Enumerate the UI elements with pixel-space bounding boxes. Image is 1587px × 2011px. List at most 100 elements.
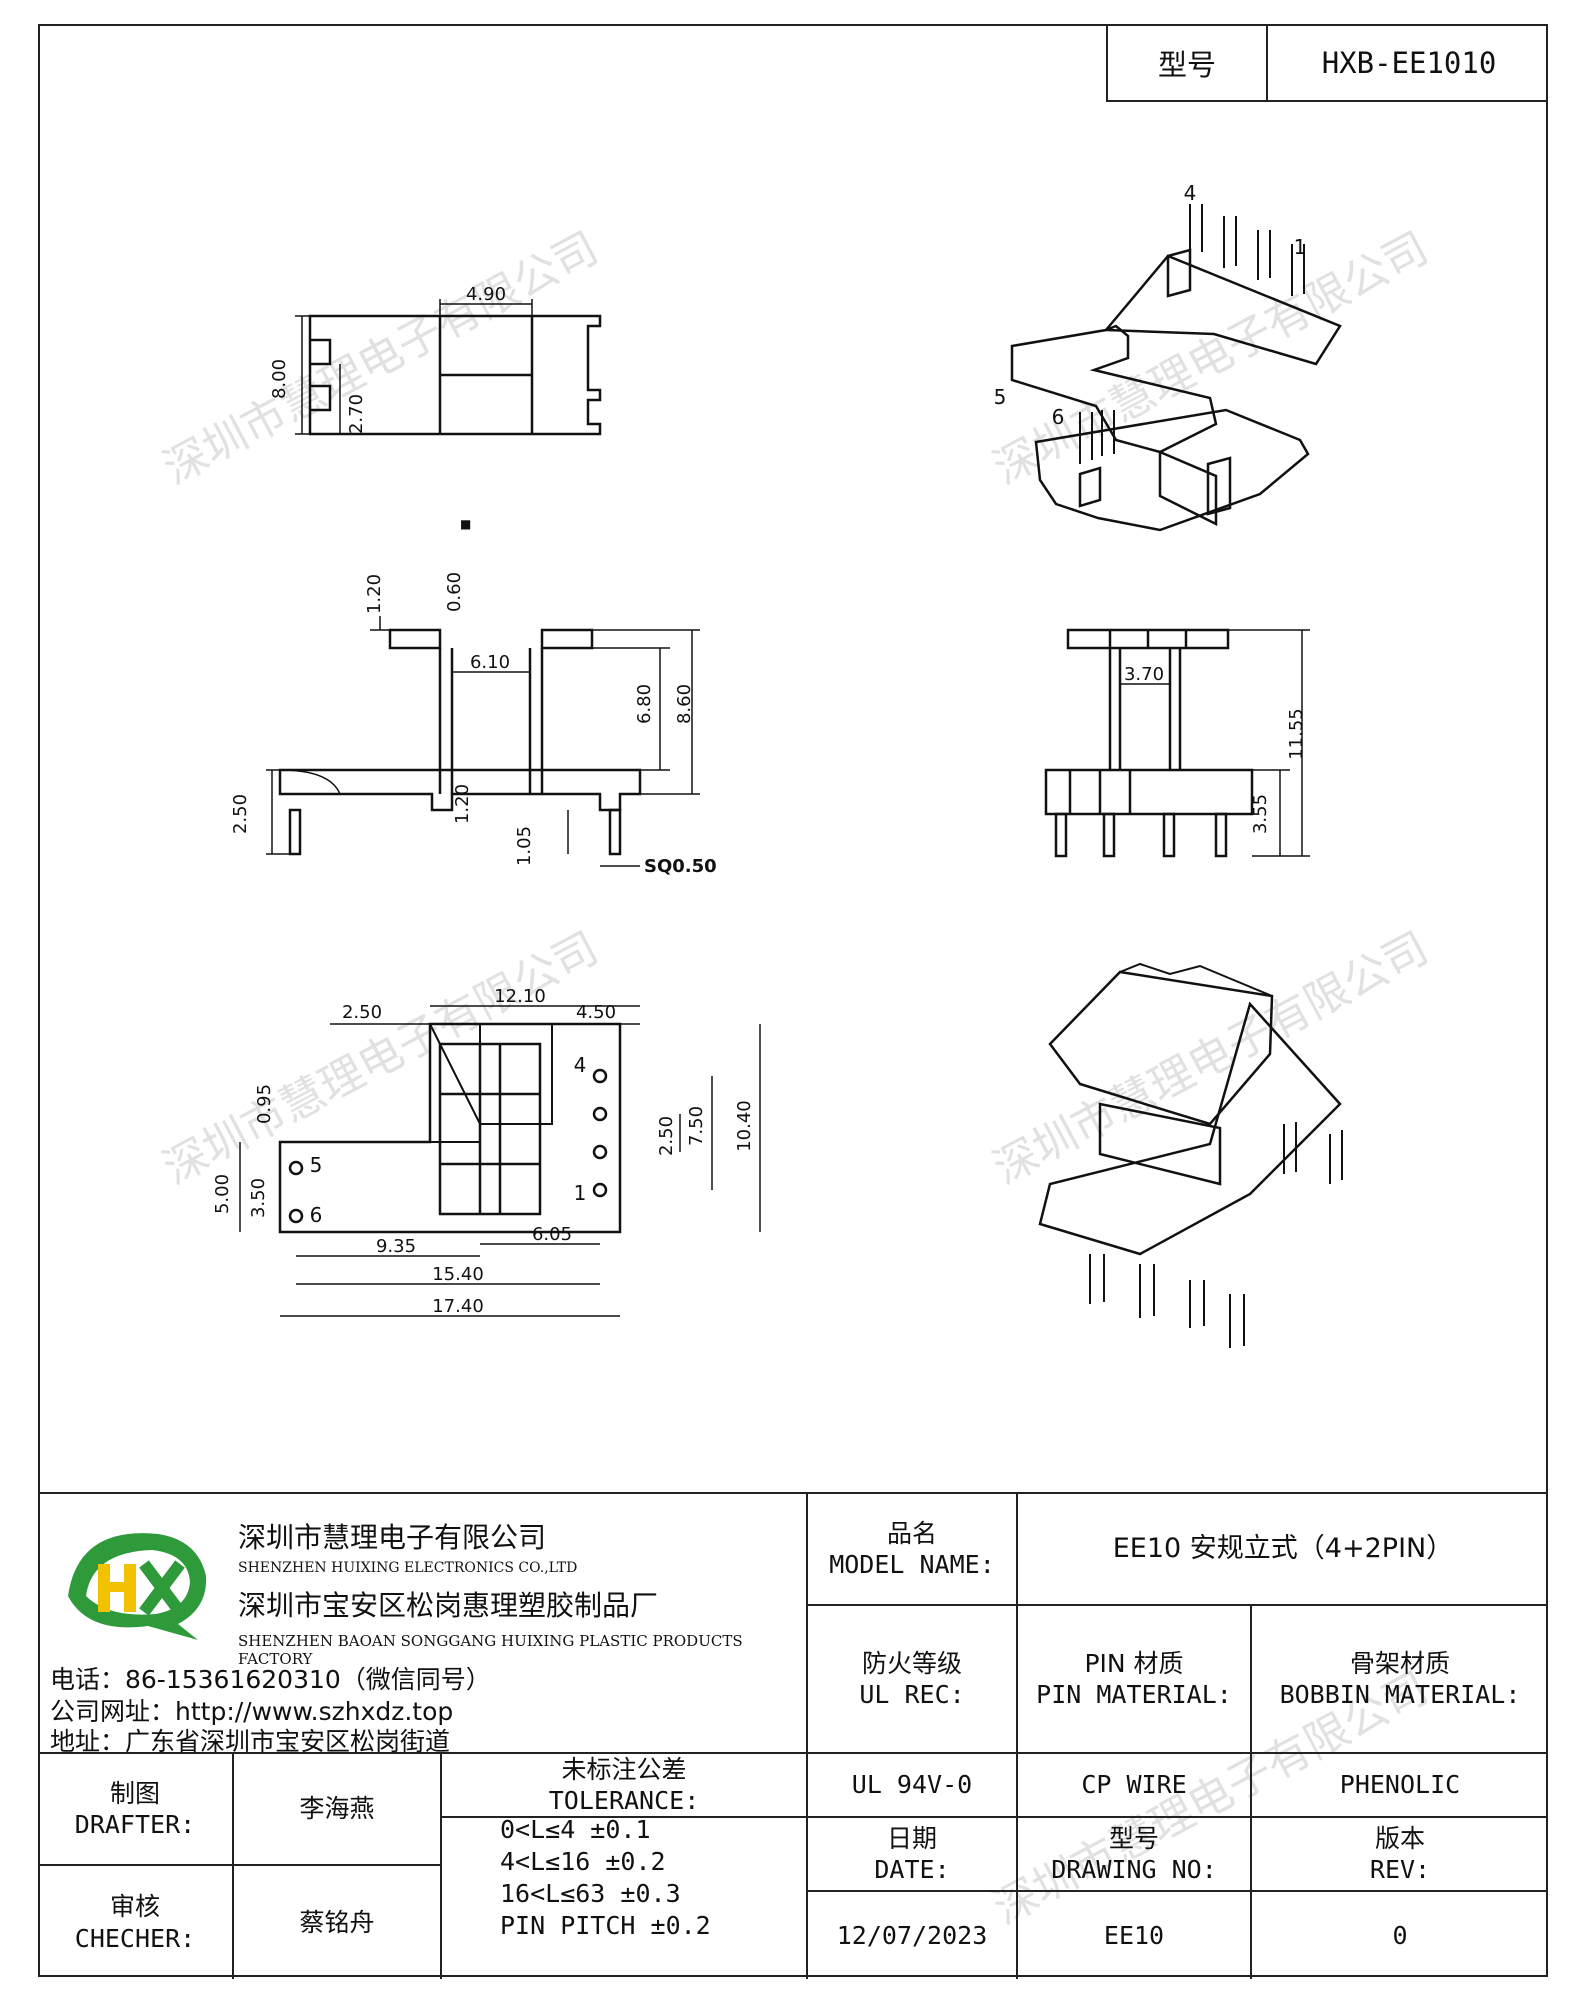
bobbin-material-value: PHENOLIC bbox=[1339, 1770, 1461, 1800]
top-view: 4.90 8.00 2.70 ■ bbox=[269, 284, 602, 531]
tolerance-row: 16<L≤63 ±0.3 bbox=[500, 1879, 681, 1908]
checker-value: 蔡铭舟 bbox=[299, 1907, 375, 1937]
company-logo bbox=[68, 1533, 207, 1640]
model-value: HXB-EE1010 bbox=[1321, 46, 1497, 80]
dim-text: 7.50 bbox=[686, 1106, 707, 1146]
dim-text: 4.90 bbox=[466, 284, 506, 305]
label-en: MODEL NAME: bbox=[829, 1550, 995, 1579]
company-website: 公司网址：http://www.szhxdz.top bbox=[50, 1697, 454, 1726]
pin-label: 5 bbox=[310, 1153, 323, 1177]
tolerance-row: 0<L≤4 ±0.1 bbox=[500, 1815, 651, 1844]
dim-text: 17.40 bbox=[432, 1296, 484, 1317]
dim-text: 2.70 bbox=[346, 394, 367, 434]
company-name-en: SHENZHEN HUIXING ELECTRONICS CO.,LTD bbox=[238, 1560, 578, 1576]
dim-text: 9.35 bbox=[376, 1236, 416, 1257]
label-cn: 防火等级 bbox=[861, 1648, 962, 1678]
drawing-no-value: EE10 bbox=[1103, 1920, 1165, 1950]
company-info: 深圳市慧理电子有限公司 SHENZHEN HUIXING ELECTRONICS… bbox=[38, 1494, 806, 1756]
dim-text: 11.55 bbox=[1286, 708, 1307, 760]
company-name-cn: 深圳市慧理电子有限公司 bbox=[238, 1521, 547, 1554]
label-cn: 骨架材质 bbox=[1349, 1648, 1450, 1678]
pin-material-label: PIN 材质 PIN MATERIAL: bbox=[1018, 1606, 1250, 1752]
model-label: 型号 bbox=[1108, 26, 1268, 100]
dim-text: 0.95 bbox=[254, 1084, 275, 1124]
dim-text: 3.70 bbox=[1124, 664, 1164, 685]
bobbin-material-label: 骨架材质 BOBBIN MATERIAL: bbox=[1252, 1606, 1548, 1752]
label-cn: 制图 bbox=[109, 1778, 160, 1808]
label-en: UL REC: bbox=[859, 1680, 965, 1709]
front-view: 1.20 0.60 6.10 6.80 8.60 2.50 1.20 1.05 … bbox=[230, 572, 717, 877]
company-address: 地址：广东省深圳市宝安区松岗街道 bbox=[50, 1727, 451, 1756]
pin-label: 1 bbox=[574, 1181, 587, 1205]
pin-material-value: CP WIRE bbox=[1081, 1770, 1187, 1800]
side-view: 3.70 11.55 3.55 bbox=[1044, 628, 1310, 858]
dim-text: 1.20 bbox=[364, 574, 385, 614]
checker-label: 审核 CHECHER: bbox=[38, 1866, 232, 1979]
pin-label: 4 bbox=[574, 1053, 587, 1077]
rev-label: 版本 REV: bbox=[1252, 1818, 1548, 1890]
dim-text: 15.40 bbox=[432, 1264, 484, 1285]
dim-text: 6.10 bbox=[470, 652, 510, 673]
factory-name-cn: 深圳市宝安区松岗惠理塑胶制品厂 bbox=[238, 1589, 659, 1622]
rev-value: 0 bbox=[1392, 1920, 1408, 1950]
pin-label: 6 bbox=[1052, 405, 1065, 429]
label-cn: 型号 bbox=[1108, 1823, 1159, 1853]
label-en: BOBBIN MATERIAL: bbox=[1279, 1680, 1521, 1709]
dim-text: 2.50 bbox=[342, 1002, 382, 1023]
date-value: 12/07/2023 bbox=[836, 1920, 988, 1950]
drafter-label: 制图 DRAFTER: bbox=[38, 1754, 232, 1864]
dim-text: 12.10 bbox=[494, 986, 546, 1007]
model-name-label: 品名 MODEL NAME: bbox=[808, 1494, 1016, 1604]
factory-name-en: SHENZHEN BAOAN SONGGANG HUIXING PLASTIC … bbox=[238, 1632, 743, 1668]
dim-text: 3.50 bbox=[248, 1178, 269, 1218]
drawing-no-label: 型号 DRAWING NO: bbox=[1018, 1818, 1250, 1890]
dim-text: 4.50 bbox=[576, 1002, 616, 1023]
marker: ■ bbox=[460, 517, 471, 531]
tolerance-label: 未标注公差 TOLERANCE: bbox=[442, 1754, 806, 1816]
bottom-view: 12.10 2.50 4.50 0.95 5.00 3.50 2.50 7.50… bbox=[212, 986, 761, 1317]
dim-text: 6.80 bbox=[634, 684, 655, 724]
dim-text: SQ0.50 bbox=[644, 856, 717, 877]
dim-text: 8.00 bbox=[269, 359, 290, 399]
dim-text: 10.40 bbox=[734, 1100, 755, 1152]
tolerance-row: PIN PITCH ±0.2 bbox=[500, 1911, 711, 1940]
label-cn: 品名 bbox=[886, 1518, 937, 1548]
label-cn: 版本 bbox=[1374, 1823, 1425, 1853]
date-label: 日期 DATE: bbox=[808, 1818, 1016, 1890]
pin-label: 1 bbox=[1294, 235, 1307, 259]
iso-view-bottom bbox=[1038, 962, 1343, 1348]
label-cn: PIN 材质 bbox=[1084, 1648, 1184, 1678]
company-phone: 电话：86-15361620310（微信同号） bbox=[50, 1665, 491, 1694]
model-number-box: 型号 HXB-EE1010 bbox=[1106, 24, 1548, 102]
label-en: PIN MATERIAL: bbox=[1036, 1680, 1232, 1709]
tolerance-list: 0<L≤4 ±0.1 4<L≤16 ±0.2 16<L≤63 ±0.3 PIN … bbox=[500, 1814, 711, 1942]
drawing-frame bbox=[38, 24, 1548, 1977]
drafter-value: 李海燕 bbox=[299, 1794, 375, 1824]
iso-view-top: 4 1 5 6 bbox=[994, 181, 1342, 532]
label-en: DATE: bbox=[874, 1855, 950, 1884]
label-cn: 日期 bbox=[886, 1823, 937, 1853]
dim-text: 2.50 bbox=[656, 1116, 677, 1156]
dim-text: 8.60 bbox=[674, 684, 695, 724]
ul-rec-label: 防火等级 UL REC: bbox=[808, 1606, 1016, 1752]
label-en: DRAFTER: bbox=[74, 1810, 196, 1839]
label-en: CHECHER: bbox=[74, 1923, 196, 1953]
dim-text: 5.00 bbox=[212, 1174, 233, 1214]
model-name-value: EE10 安规立式（4+2PIN） bbox=[1112, 1533, 1454, 1565]
dim-text: 1.05 bbox=[514, 826, 535, 866]
dim-text: 0.60 bbox=[444, 572, 465, 612]
dim-text: 3.55 bbox=[1250, 794, 1271, 834]
pin-label: 5 bbox=[994, 385, 1007, 409]
tolerance-row: 4<L≤16 ±0.2 bbox=[500, 1847, 666, 1876]
dim-text: 6.05 bbox=[532, 1224, 572, 1245]
label-en: DRAWING NO: bbox=[1051, 1855, 1217, 1884]
dim-text: 2.50 bbox=[230, 794, 251, 834]
dim-text: 1.20 bbox=[452, 784, 473, 824]
label-en: TOLERANCE: bbox=[548, 1786, 700, 1815]
pin-label: 4 bbox=[1184, 181, 1197, 205]
technical-drawing: 4.90 8.00 2.70 ■ 4 1 5 6 bbox=[212, 181, 1343, 1348]
label-cn: 未标注公差 bbox=[561, 1754, 687, 1784]
label-cn: 审核 bbox=[109, 1892, 160, 1922]
pin-label: 6 bbox=[310, 1203, 323, 1227]
title-block: 深圳市慧理电子有限公司 SHENZHEN HUIXING ELECTRONICS… bbox=[38, 1492, 1548, 1979]
